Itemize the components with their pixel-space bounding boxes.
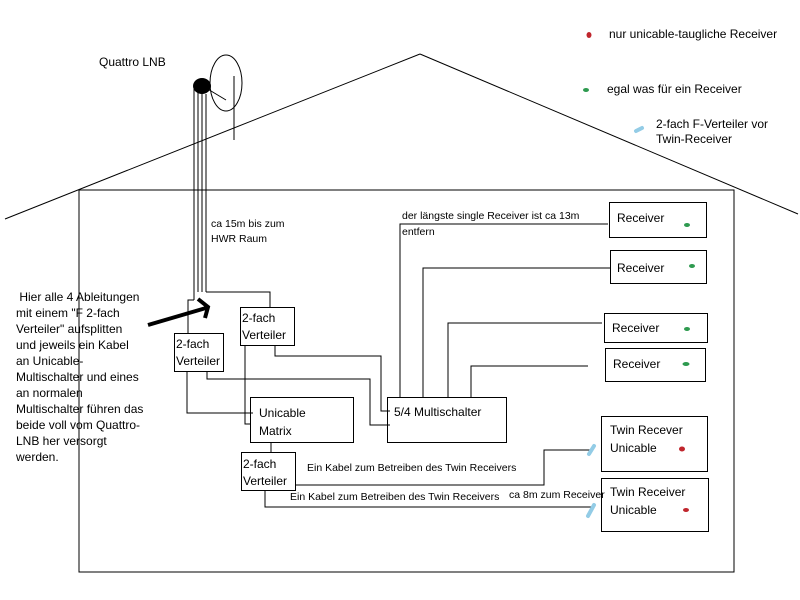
twin-cable-note-2: Ein Kabel zum Betreiben des Twin Receive… bbox=[290, 491, 500, 503]
note-line: werden. bbox=[16, 450, 59, 464]
receiver-4: Receiver bbox=[605, 348, 706, 382]
pointer-arrow-shaft bbox=[147, 306, 207, 327]
wire-splitterL-to-multiswitch bbox=[206, 371, 390, 426]
unicable-matrix-line2: Matrix bbox=[259, 424, 292, 438]
wire-twin-1 bbox=[296, 449, 593, 486]
twin1-red-dot bbox=[679, 446, 685, 452]
wire-lnb-to-splitter-left bbox=[187, 299, 194, 333]
twin-receiver-1-line1: Twin Recever bbox=[610, 423, 683, 437]
receiver-3: Receiver bbox=[604, 313, 708, 343]
explanatory-note: Hier alle 4 Ableitungen mit einem "F 2-f… bbox=[16, 289, 143, 465]
cable-run-label-1: ca 15m bis zum bbox=[211, 218, 285, 230]
twin-receiver-1: Twin Recever Unicable bbox=[601, 416, 708, 472]
wire-ms-to-receiver1 bbox=[399, 223, 608, 398]
splitter-right: 2-fach Verteiler bbox=[240, 307, 295, 346]
splitter-left-line1: 2-fach bbox=[176, 337, 210, 351]
twin-receiver-1-line2: Unicable bbox=[610, 441, 657, 455]
note-line: beide voll vom Quattro- bbox=[16, 418, 141, 432]
splitter-left: 2-fach Verteiler bbox=[174, 333, 224, 372]
receiver-3-label: Receiver bbox=[612, 321, 660, 335]
note-line: an normalen bbox=[16, 386, 83, 400]
twin-receiver-2: Twin Receiver Unicable bbox=[601, 478, 709, 532]
wire-lnb-to-splitter-right bbox=[206, 291, 271, 307]
wire-ms-to-receiver4 bbox=[470, 365, 588, 398]
dish-icon bbox=[209, 54, 243, 112]
lnb-icon bbox=[193, 78, 211, 94]
splitter-right-line1: 2-fach bbox=[242, 311, 276, 325]
multiswitch: 5/4 Multischalter bbox=[387, 397, 507, 443]
legend-lightblue-marker bbox=[634, 126, 644, 133]
twin2-red-dot bbox=[683, 508, 689, 512]
wire-ms-to-receiver3 bbox=[447, 322, 602, 398]
roof-left bbox=[4, 53, 421, 220]
splitter-bottom-line1: 2-fach bbox=[243, 457, 277, 471]
lnb-label: Quattro LNB bbox=[99, 55, 166, 69]
note-line: mit einem "F 2-fach bbox=[16, 306, 120, 320]
receiver-4-label: Receiver bbox=[613, 357, 661, 371]
splitter-bottom-line2: Verteiler bbox=[243, 474, 288, 488]
unicable-matrix-line1: Unicable bbox=[259, 406, 306, 420]
note-line: LNB her versorgt bbox=[16, 434, 107, 448]
receiver-1-label: Receiver bbox=[617, 211, 665, 225]
note-line: und jeweils ein Kabel bbox=[16, 338, 129, 352]
longest-receiver-note-2: entfern bbox=[402, 226, 435, 238]
receiver-2: Receiver bbox=[610, 250, 707, 284]
receiver1-green-dot bbox=[684, 223, 690, 227]
splitter-right-line2: Verteiler bbox=[242, 328, 287, 342]
note-line: Multischalter und eines bbox=[16, 370, 139, 384]
twin-distance-note: ca 8m zum Receiver bbox=[509, 489, 605, 501]
splitter-bottom: 2-fach Verteiler bbox=[241, 452, 296, 491]
legend-label-any: egal was für ein Receiver bbox=[607, 82, 742, 96]
splitter-left-line2: Verteiler bbox=[176, 354, 221, 368]
legend-green-dot bbox=[583, 88, 589, 92]
receiver-1: Receiver bbox=[609, 202, 707, 238]
twin2-fsplitter-marker bbox=[586, 503, 596, 518]
pointer-arrow-head bbox=[196, 297, 211, 319]
twin-receiver-2-line2: Unicable bbox=[610, 503, 657, 517]
receiver3-green-dot bbox=[684, 327, 690, 331]
receiver4-green-dot bbox=[682, 362, 690, 366]
unicable-matrix: Unicable Matrix bbox=[250, 397, 354, 443]
house-outline bbox=[78, 189, 735, 573]
multiswitch-label: 5/4 Multischalter bbox=[394, 405, 482, 419]
wire-ms-to-receiver2 bbox=[422, 267, 610, 398]
cable-run-label-2: HWR Raum bbox=[211, 233, 268, 245]
note-line: an Unicable- bbox=[16, 354, 84, 368]
note-line: Verteiler" aufsplitten bbox=[16, 322, 123, 336]
legend-label-unicable: nur unicable-taugliche Receiver bbox=[609, 27, 778, 41]
note-line: Multischalter führen das bbox=[16, 402, 144, 416]
receiver2-green-dot bbox=[689, 264, 695, 268]
longest-receiver-note-1: der längste single Receiver ist ca 13m bbox=[402, 210, 580, 222]
roof-right bbox=[419, 53, 799, 215]
legend-red-dot bbox=[586, 32, 592, 38]
wire-splitterL-to-matrix bbox=[186, 371, 253, 414]
receiver-2-label: Receiver bbox=[617, 261, 665, 275]
twin1-fsplitter-marker bbox=[587, 444, 596, 456]
wire-splitterR-to-multiswitch bbox=[274, 345, 390, 412]
twin-receiver-2-line1: Twin Receiver bbox=[610, 485, 686, 499]
twin-cable-note-1: Ein Kabel zum Betreiben des Twin Receive… bbox=[307, 462, 517, 474]
legend-label-splitter-1: 2-fach F-Verteiler vor bbox=[656, 117, 769, 131]
note-line: Hier alle 4 Ableitungen bbox=[16, 290, 140, 304]
wire-splitterR-to-matrix bbox=[244, 345, 251, 425]
legend-label-splitter-2: Twin-Receiver bbox=[656, 132, 733, 146]
wire-twin-2 bbox=[264, 490, 593, 508]
